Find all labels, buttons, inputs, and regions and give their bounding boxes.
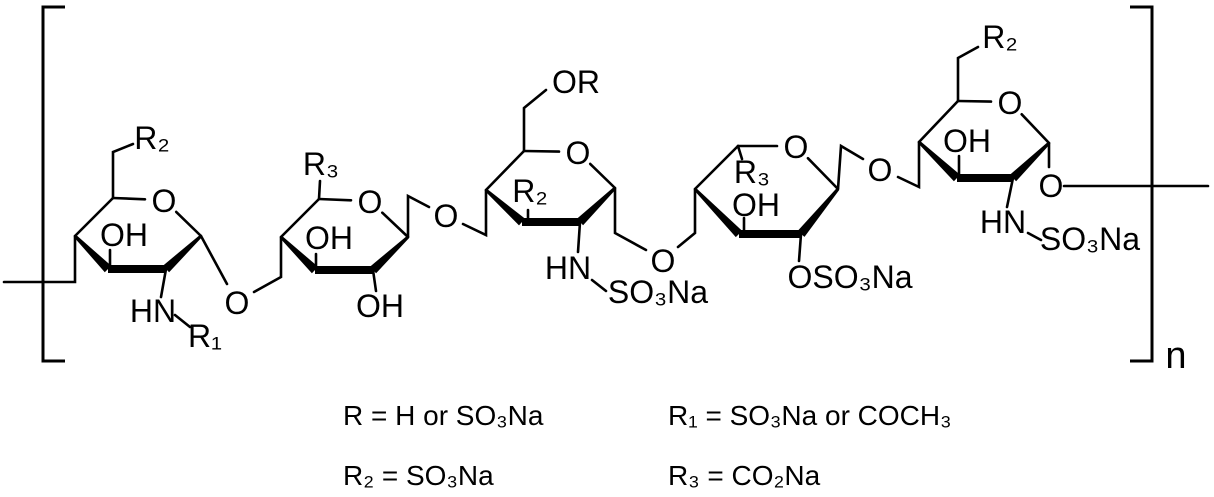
ring4-o-sulfate-label: OSO₃Na	[787, 259, 912, 295]
bond-layer	[2, 45, 1210, 329]
bond	[317, 179, 322, 201]
bond	[2, 234, 77, 284]
glycosidic-oxygen-3-4-label: O	[651, 243, 676, 279]
legend-r2-definition: R₂ = SO₃Na	[343, 460, 494, 491]
bond	[174, 210, 203, 238]
bond	[956, 99, 993, 103]
bond	[279, 197, 321, 239]
wedge-bond	[957, 174, 1013, 182]
bond	[252, 235, 283, 294]
ring4-ring-oxygen-label: O	[784, 129, 809, 165]
ring3-n-sulfate-label: SO₃Na	[608, 274, 708, 310]
ring4-c5-substituent-label: R₃	[734, 154, 770, 190]
ring5-anomeric-oxygen-label: O	[1039, 168, 1064, 204]
ring1-hydroxyl-label: OH	[100, 217, 148, 253]
ring2-hydroxyl-lower-label: OH	[356, 288, 404, 324]
ring5-c6-substituent-label: R₂	[982, 19, 1018, 55]
bond	[590, 278, 608, 293]
wedge-bond	[280, 235, 319, 274]
bond	[199, 234, 229, 286]
bond	[522, 88, 548, 153]
ring5-ring-oxygen-label: O	[998, 85, 1023, 121]
ring3-c6-substituent-label: OR	[552, 64, 600, 100]
bond	[836, 143, 865, 191]
bond	[896, 140, 921, 190]
bond	[613, 186, 648, 252]
wedge-bond	[315, 266, 373, 274]
wedge-layer	[73, 140, 1050, 274]
wedge-bond	[485, 188, 525, 226]
legend-r3-definition: R₃ = CO₂Na	[668, 460, 821, 491]
bond	[371, 268, 378, 293]
ring5-amine-label: HN	[980, 204, 1026, 240]
ring4-hydroxyl-label: OH	[732, 187, 780, 223]
right-bracket	[1130, 5, 1154, 363]
bond	[1005, 176, 1015, 209]
wedge-bond	[108, 265, 166, 273]
glycosidic-oxygen-1-2-label: O	[225, 285, 250, 321]
bond	[956, 45, 980, 103]
ring3-amine-label: HN	[545, 250, 591, 286]
wedge-bond	[1009, 141, 1050, 182]
wedge-bond	[739, 230, 801, 238]
ring3-c3-substituent-label: R₂	[512, 173, 548, 209]
bond	[576, 220, 582, 254]
wedge-bond	[522, 218, 580, 226]
bond	[806, 156, 840, 191]
bond	[736, 144, 744, 161]
ring3-ring-oxygen-label: O	[566, 135, 591, 171]
bond	[159, 267, 168, 299]
glycosidic-oxygen-4-5-label: O	[868, 152, 893, 188]
bond	[484, 149, 526, 192]
wedge-bond	[576, 186, 616, 226]
ring5-hydroxyl-label: OH	[943, 123, 991, 159]
repeat-subscript-n: n	[1165, 335, 1186, 377]
ring1-c6-substituent-label: R₂	[134, 120, 170, 156]
bond	[381, 211, 410, 239]
wedge-bond	[693, 188, 743, 238]
wedge-bond	[369, 235, 409, 274]
wedge-bond	[918, 140, 961, 182]
bond	[693, 144, 740, 191]
ring2-ring-oxygen-label: O	[358, 184, 383, 220]
ring1-amine-substituent-label: R₁	[188, 318, 222, 354]
ring1-ring-oxygen-label: O	[152, 183, 177, 219]
ring2-hydroxyl-inner-label: OH	[305, 220, 353, 256]
ring1-amine-label: HN	[130, 293, 176, 329]
glycosidic-oxygen-2-3-label: O	[434, 198, 459, 234]
bond	[111, 196, 147, 201]
wedge-bond	[797, 188, 840, 237]
bond	[522, 149, 561, 153]
bond	[676, 187, 697, 249]
bond	[406, 193, 431, 239]
ring5-n-sulfate-label: SO₃Na	[1040, 221, 1140, 257]
wedge-bond	[162, 234, 202, 273]
bond	[173, 313, 192, 329]
bond	[461, 188, 488, 238]
bond	[1020, 113, 1051, 145]
bond	[917, 99, 960, 144]
legend-r-definition: R = H or SO₃Na	[343, 400, 544, 431]
bond	[588, 162, 617, 190]
wedge-bond	[73, 234, 112, 273]
bond	[317, 197, 353, 202]
bond	[111, 142, 135, 200]
left-bracket	[41, 5, 65, 363]
ring2-c5-substituent-label: R₃	[303, 146, 339, 182]
bond	[73, 196, 115, 238]
bond	[1026, 231, 1043, 242]
bond	[797, 232, 803, 263]
legend-r1-definition: R₁ = SO₃Na or COCH₃	[668, 400, 952, 431]
